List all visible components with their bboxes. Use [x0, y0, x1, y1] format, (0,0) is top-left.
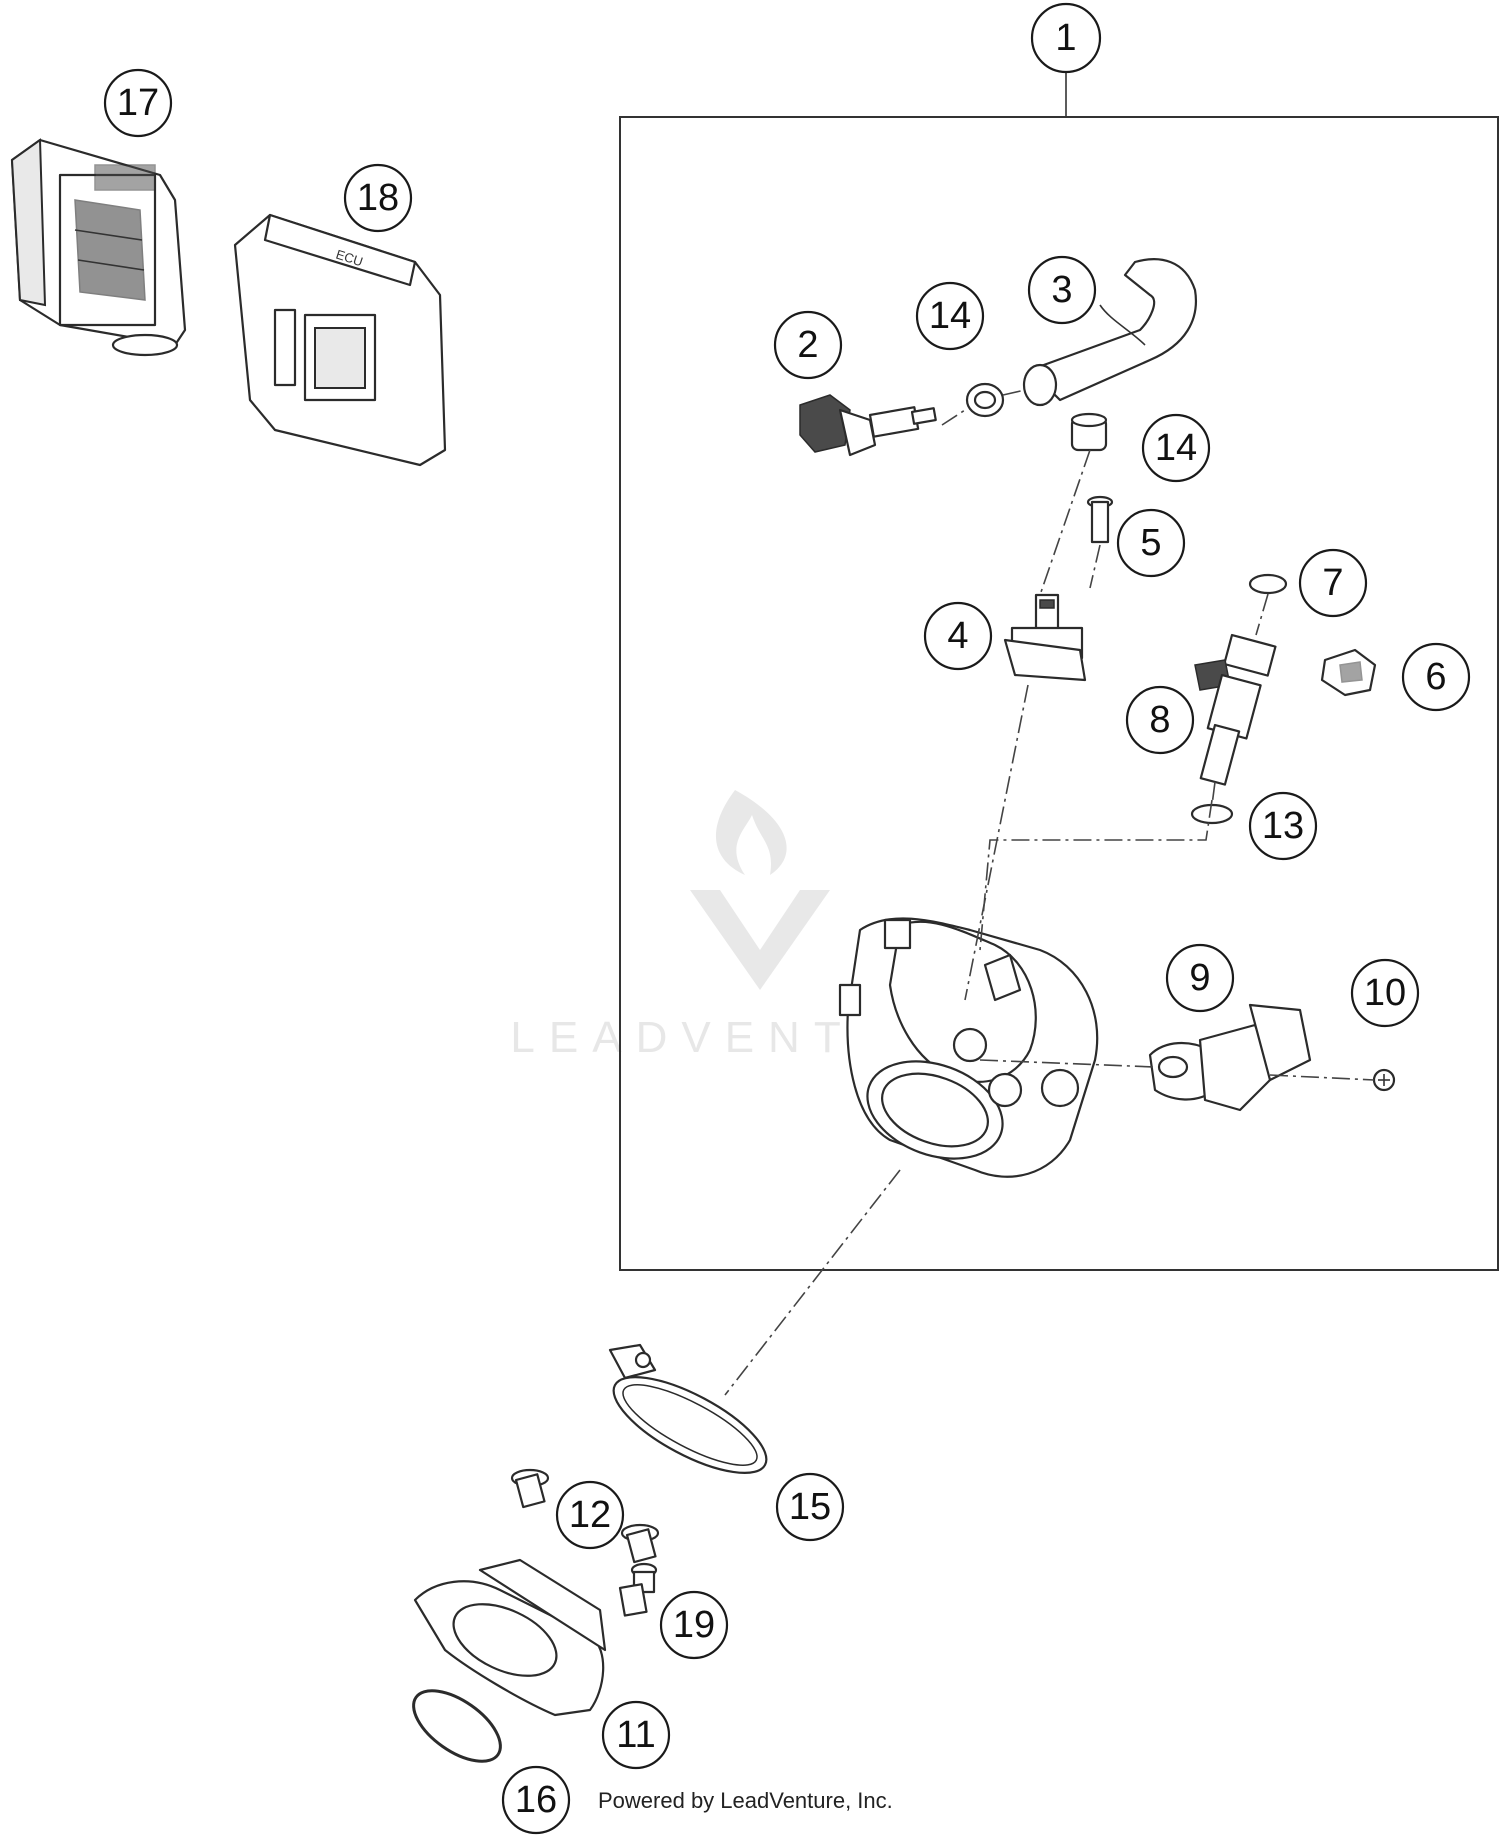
map-sensor-part [1003, 593, 1087, 682]
svg-text:4: 4 [947, 615, 968, 657]
callout-2: 2 [773, 310, 843, 380]
svg-text:19: 19 [673, 1604, 715, 1646]
credit-text: Powered by LeadVenture, Inc. [598, 1788, 893, 1813]
svg-text:1: 1 [1055, 17, 1076, 59]
hose-clamp-upper-part [965, 382, 1005, 418]
callout-16: 16 [501, 1765, 571, 1835]
callout-8: 8 [1125, 685, 1195, 755]
svg-text:6: 6 [1425, 656, 1446, 698]
svg-text:3: 3 [1051, 269, 1072, 311]
o-ring-top-part [1248, 573, 1288, 595]
o-ring-bottom-part [1190, 803, 1234, 825]
svg-text:15: 15 [789, 1486, 831, 1528]
vacuum-hose-part [1022, 258, 1197, 407]
callout-17: 17 [103, 68, 173, 138]
injector-clip-part [1320, 648, 1377, 697]
callout-19: 19 [659, 1590, 729, 1660]
callout-3: 3 [1027, 255, 1097, 325]
fuel-injector-part [1194, 633, 1277, 786]
svg-text:2: 2 [797, 324, 818, 366]
intake-flange-part [413, 1558, 607, 1717]
hose-clamp-lower-part [1070, 412, 1108, 452]
svg-text:11: 11 [616, 1714, 655, 1756]
svg-text:10: 10 [1364, 972, 1406, 1014]
svg-text:9: 9 [1189, 957, 1210, 999]
ecu-cover-part: ECU [233, 213, 447, 467]
svg-text:8: 8 [1149, 699, 1170, 741]
callout-7: 7 [1298, 548, 1368, 618]
callout-6: 6 [1401, 642, 1471, 712]
pressure-sensor-connector-part [799, 394, 937, 457]
screw-part [1086, 495, 1114, 544]
svg-text:14: 14 [929, 295, 971, 337]
intake-bolt-lower-part [620, 1523, 660, 1564]
callout-14-lower: 14 [1141, 413, 1211, 483]
intake-o-ring-part [412, 1689, 502, 1763]
callout-5: 5 [1116, 508, 1186, 578]
callout-13: 13 [1248, 791, 1318, 861]
intake-flange-bolt-part [618, 1562, 658, 1617]
callout-12: 12 [555, 1480, 625, 1550]
svg-text:5: 5 [1140, 522, 1161, 564]
callout-11: 11 [601, 1700, 671, 1770]
svg-text:17: 17 [117, 82, 159, 124]
callout-1: 1 [1030, 2, 1102, 74]
callout-10: 10 [1350, 958, 1420, 1028]
svg-text:16: 16 [515, 1779, 557, 1821]
svg-text:14: 14 [1155, 427, 1197, 469]
callout-15: 15 [775, 1472, 845, 1542]
svg-text:12: 12 [569, 1494, 611, 1536]
callout-4: 4 [923, 601, 993, 671]
svg-text:7: 7 [1322, 562, 1343, 604]
assembly-lines [724, 389, 1375, 1396]
throttle-position-sensor-part [1148, 1003, 1312, 1112]
intake-bolt-upper-part [510, 1468, 550, 1509]
callout-14-upper: 14 [915, 281, 985, 351]
tps-screw-part [1372, 1068, 1396, 1092]
ecu-module-part [10, 138, 187, 357]
svg-text:13: 13 [1262, 805, 1304, 847]
throttle-body-part [838, 917, 1099, 1178]
callout-18: 18 [343, 163, 413, 233]
svg-text:18: 18 [357, 177, 399, 219]
intake-clamp-part [608, 1343, 768, 1474]
throttle-body-assembly-frame [619, 116, 1499, 1271]
callout-9: 9 [1165, 943, 1235, 1013]
